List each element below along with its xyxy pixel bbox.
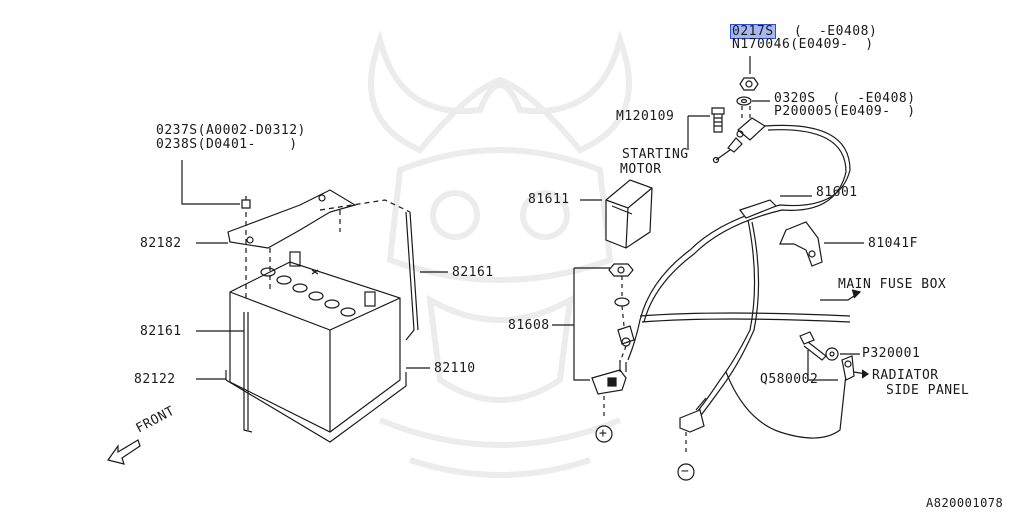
callout-82161-left[interactable]: 82161: [140, 324, 182, 339]
bolt-Q580002[interactable]: [799, 331, 827, 361]
clamp-81041F[interactable]: [779, 221, 823, 267]
callout-82122[interactable]: 82122: [134, 372, 176, 387]
watermark-emblem: [368, 29, 632, 478]
callout-Q580002[interactable]: Q580002: [760, 372, 819, 387]
minus-sign: −: [681, 464, 690, 479]
battery[interactable]: [225, 251, 407, 443]
callout-N170046[interactable]: N170046(E0409- ): [732, 37, 874, 52]
callout-0217S[interactable]: 0217S: [730, 24, 776, 39]
terminal-boot-81611[interactable]: [605, 179, 653, 249]
nut-81608[interactable]: [608, 263, 634, 277]
callout-81601[interactable]: 81601: [816, 185, 858, 200]
battery-terminal-negative[interactable]: [679, 397, 707, 433]
callout-M120109[interactable]: M120109: [616, 109, 675, 124]
callout-P320001[interactable]: P320001: [862, 346, 921, 361]
label-starting-motor-line1: STARTING: [622, 147, 689, 162]
callout-P200005[interactable]: P200005(E0409- ): [774, 104, 916, 119]
nut-P320001[interactable]: [825, 347, 839, 361]
callout-82110[interactable]: 82110: [434, 361, 476, 376]
label-starting-motor-line2: MOTOR: [620, 162, 662, 177]
terminal-dashed-guides: [603, 106, 751, 454]
callout-0237S[interactable]: 0237S(A0002-D0312): [156, 123, 306, 138]
battery-dashed-guides: [245, 199, 411, 300]
diagram-id: A820001078: [926, 496, 1004, 510]
positive-terminal-symbol: [595, 425, 613, 443]
front-arrow-icon: [106, 439, 141, 465]
battery-terminal-positive[interactable]: [591, 360, 627, 395]
washer-81608[interactable]: [614, 297, 630, 307]
callout-81611[interactable]: 81611: [528, 192, 570, 207]
label-main-fuse-box: MAIN FUSE BOX: [838, 277, 947, 292]
linework: [106, 56, 870, 481]
hold-down-rod-right[interactable]: [405, 211, 419, 341]
washer-0320S[interactable]: [736, 96, 752, 106]
callout-82161-right[interactable]: 82161: [452, 265, 494, 280]
callout-81041F[interactable]: 81041F: [868, 236, 918, 251]
hold-down-rod-left[interactable]: [243, 312, 253, 433]
starter-terminal[interactable]: [727, 117, 766, 153]
nut-0217S[interactable]: [739, 77, 759, 91]
cable-81601[interactable]: [627, 124, 851, 439]
hold-down-bracket[interactable]: [227, 189, 357, 249]
plus-sign: +: [599, 426, 608, 441]
callout-0217S-range: ( -E0408): [794, 24, 878, 39]
label-radiator-line2: SIDE PANEL: [886, 383, 970, 398]
callout-0238S[interactable]: 0238S(D0401- ): [156, 137, 298, 152]
cable-eyelet-81608[interactable]: [617, 325, 635, 347]
bolt-M120109[interactable]: [711, 107, 725, 133]
negative-terminal-symbol: [677, 463, 695, 481]
label-radiator-line1: RADIATOR: [872, 368, 939, 383]
callout-81608[interactable]: 81608: [508, 318, 550, 333]
callout-82182[interactable]: 82182: [140, 236, 182, 251]
callout-0320S[interactable]: 0320S ( -E0408): [774, 91, 916, 106]
ground-eyelet[interactable]: [841, 355, 855, 381]
